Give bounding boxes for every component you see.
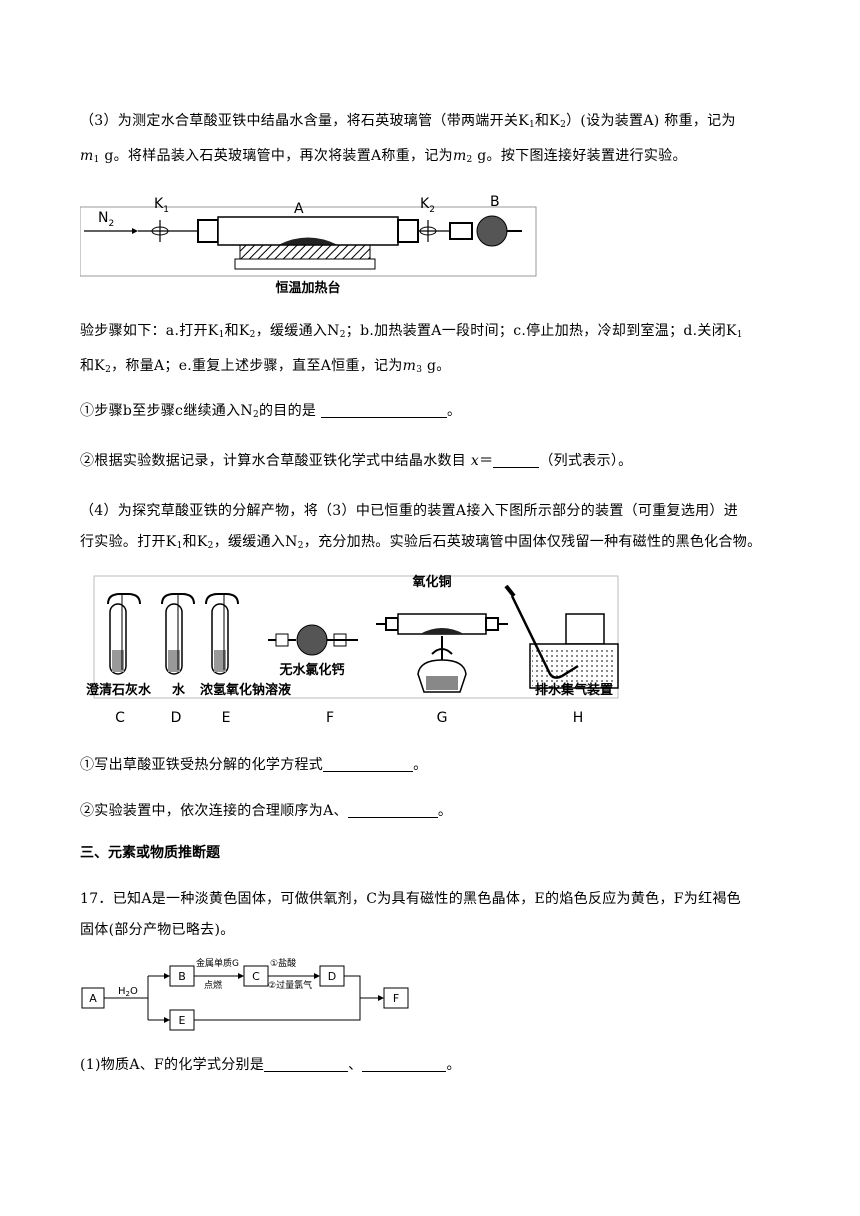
figure-frame [80, 206, 537, 277]
svg-text:B: B [178, 970, 186, 983]
copper-oxide-tube-g [376, 613, 508, 635]
answer-blank[interactable] [320, 401, 447, 418]
section-heading: 三、元素或物质推断题 [80, 845, 220, 861]
apparatus-figure-1: N2 K1 A K2 B 恒温加热台 [80, 194, 537, 296]
svg-text:排水集气装置: 排水集气装置 [535, 682, 613, 698]
answer-blank[interactable] [264, 1055, 349, 1072]
svg-text:浓氢氧化钠溶液: 浓氢氧化钠溶液 [200, 682, 291, 698]
heating-base [234, 258, 376, 270]
test-tube-e [205, 593, 239, 675]
svg-text:A: A [89, 992, 97, 1005]
svg-text:H: H [573, 710, 584, 726]
water-collection-h [504, 584, 619, 689]
q4-paragraph: （4）为探究草酸亚铁的分解产物，将（3）中已恒重的装置A接入下图所示部分的装置（… [80, 503, 762, 551]
arrow-icon [164, 1017, 170, 1023]
svg-text:A: A [294, 201, 304, 217]
svg-text:金属单质G: 金属单质G [196, 958, 239, 969]
svg-text:K1: K1 [154, 196, 169, 215]
svg-text:氧化铜: 氧化铜 [411, 574, 451, 590]
figure-frame [93, 575, 619, 699]
answer-blank[interactable] [323, 755, 414, 772]
q4-sub-a: ①写出草酸亚铁受热分解的化学方程式。 [80, 755, 428, 773]
svg-text:F: F [326, 710, 334, 726]
answer-blank[interactable] [362, 1055, 447, 1072]
svg-text:F: F [393, 992, 399, 1005]
svg-text:①盐酸: ①盐酸 [270, 958, 296, 969]
svg-text:D: D [328, 970, 336, 983]
test-tube-d [161, 593, 195, 675]
svg-text:H2O: H2O [118, 986, 138, 998]
answer-blank[interactable] [493, 451, 540, 468]
sample-powder [278, 237, 338, 245]
q17-paragraph: 17．已知A是一种淡黄色固体，可做供氧剂，C为具有磁性的黑色晶体，E的焰色反应为… [80, 891, 741, 938]
arrow-icon [314, 973, 320, 979]
tube-stopper-left [197, 219, 219, 243]
answer-blank[interactable] [347, 801, 438, 818]
svg-text:C: C [115, 710, 125, 726]
drying-bulb-b [476, 215, 508, 247]
apparatus-figure-2: 无水氯化钙 氧化铜 澄清石灰水 水 浓氢氧化钠溶液 排水集气装置 C D E F… [86, 574, 619, 726]
svg-text:澄清石灰水: 澄清石灰水 [86, 682, 152, 698]
svg-text:D: D [171, 710, 182, 726]
node-f [383, 987, 409, 1009]
test-tube-c [107, 593, 141, 675]
tube-stopper-right [397, 219, 419, 243]
heating-plate [239, 244, 371, 260]
drying-tube-f [268, 624, 358, 656]
svg-text:E: E [222, 710, 231, 726]
arrow-icon [132, 228, 138, 234]
svg-text:E: E [179, 1014, 186, 1027]
q3-sub-a: ①步骤b至步骤c继续通入N2的目的是 。 [80, 401, 462, 420]
svg-text:B: B [490, 194, 500, 210]
q3-paragraph: （3）为测定水合草酸亚铁中结晶水含量，将石英玻璃管（带两端开关K1和K2）(设为… [80, 113, 736, 165]
arrow-icon [164, 973, 170, 979]
svg-text:水: 水 [172, 682, 186, 698]
svg-text:K2: K2 [420, 196, 435, 215]
q3-sub-b: ②根据实验数据记录，计算水合草酸亚铁化学式中结晶水数目 x＝（列式表示）。 [80, 451, 633, 469]
alcohol-lamp [417, 636, 467, 693]
arrow-icon [378, 995, 384, 1001]
svg-text:点燃: 点燃 [204, 979, 222, 991]
svg-text:②过量氯气: ②过量氯气 [268, 979, 312, 991]
q17-sub-1: (1)物质A、F的化学式分别是、。 [80, 1055, 461, 1073]
flow-diagram: A H2O B E 金属单质G 点燃 C ①盐酸 ②过量氯气 D F [81, 958, 409, 1031]
q4-sub-b: ②实验装置中，依次连接的合理顺序为A、。 [80, 801, 453, 819]
svg-text:C: C [252, 970, 260, 983]
steps-paragraph: 验步骤如下：a.打开K1和K2，缓缓通入N2；b.加热装置A一段时间；c.停止加… [80, 323, 743, 375]
svg-text:恒温加热台: 恒温加热台 [275, 280, 340, 296]
svg-text:G: G [437, 710, 448, 726]
svg-text:无水氯化钙: 无水氯化钙 [278, 662, 344, 678]
arrow-icon [238, 973, 244, 979]
svg-text:N2: N2 [98, 210, 114, 229]
